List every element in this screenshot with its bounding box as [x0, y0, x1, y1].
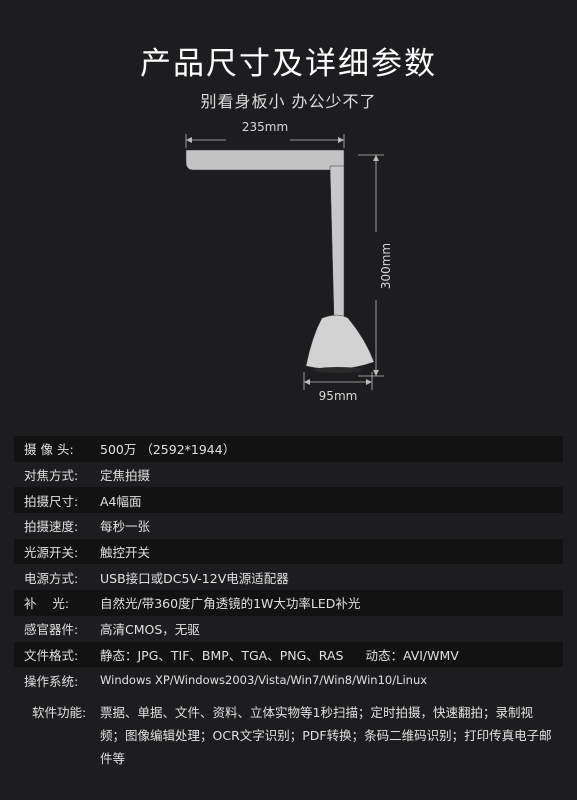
spec-value: 定焦拍摄: [100, 468, 151, 484]
spec-row-focus: 对焦方式: 定焦拍摄: [14, 462, 563, 488]
spec-label: 光源开关:: [24, 545, 79, 561]
scanner-neck: [329, 165, 345, 319]
spec-row-sensor: 感官器件: 高清CMOS，无驱: [14, 616, 563, 642]
spec-value: Windows XP/Windows2003/Vista/Win7/Win8/W…: [100, 673, 428, 688]
spec-row-power: 电源方式: USB接口或DC5V-12V电源适配器: [14, 564, 563, 590]
spec-row-size: 拍摄尺寸: A4幅面: [14, 487, 563, 514]
scanner-base: [305, 314, 375, 370]
scanner-head-arm: [185, 149, 345, 171]
spec-label: 感官器件:: [24, 622, 79, 638]
spec-label: 拍摄速度:: [24, 519, 79, 535]
spec-value: 500万 （2592*1944）: [100, 442, 236, 458]
product-dimension-diagram: 235mm 300mm 95mm: [185, 120, 393, 403]
spec-row-speed: 拍摄速度: 每秒一张: [14, 513, 563, 539]
spec-value-dynamic: 动态：AVI/WMV: [365, 647, 459, 663]
spec-value: 每秒一张: [100, 519, 151, 535]
spec-value: USB接口或DC5V-12V电源适配器: [100, 570, 289, 586]
spec-label: 摄 像 头:: [24, 442, 74, 458]
spec-row-os: 操作系统: Windows XP/Windows2003/Vista/Win7/…: [14, 667, 563, 693]
spec-label: 拍摄尺寸:: [24, 493, 79, 509]
spec-table: 摄 像 头: 500万 （2592*1944） 对焦方式: 定焦拍摄 拍摄尺寸:…: [14, 436, 563, 770]
page-title: 产品尺寸及详细参数: [140, 46, 437, 82]
spec-label: 电源方式:: [24, 570, 79, 586]
spec-value-static: 静态：JPG、TIF、BMP、TGA、PNG、RAS: [100, 647, 344, 663]
spec-label: 操作系统:: [24, 673, 79, 689]
spec-row-light-switch: 光源开关: 触控开关: [14, 538, 563, 565]
spec-value: 自然光/带360度广角透镜的1W大功率LED补光: [100, 596, 361, 612]
spec-value: 高清CMOS，无驱: [100, 622, 200, 638]
spec-label: 文件格式:: [24, 647, 79, 663]
spec-label: 补 光:: [24, 596, 70, 612]
spec-value: A4幅面: [100, 493, 142, 509]
page-subtitle: 别看身板小 办公少不了: [200, 92, 377, 111]
dim-width-base-label: 95mm: [319, 389, 358, 403]
dim-width-top-label: 235mm: [242, 120, 288, 134]
spec-row-camera: 摄 像 头: 500万 （2592*1944）: [14, 436, 563, 462]
spec-row-fill-light: 补 光: 自然光/带360度广角透镜的1W大功率LED补光: [14, 590, 563, 616]
spec-label: 对焦方式:: [24, 468, 79, 484]
spec-value: 静态：JPG、TIF、BMP、TGA、PNG、RAS 动态：AVI/WMV: [100, 645, 563, 664]
spec-value: 票据、单据、文件、资料、立体实物等1秒扫描；定时拍摄，快速翻拍；录制视频；图像编…: [100, 704, 552, 766]
spec-label: 软件功能:: [32, 704, 87, 720]
spec-row-file-format: 文件格式: 静态：JPG、TIF、BMP、TGA、PNG、RAS 动态：AVI/W…: [14, 641, 563, 668]
spec-row-software: 软件功能: 票据、单据、文件、资料、立体实物等1秒扫描；定时拍摄，快速翻拍；录制…: [14, 692, 563, 770]
spec-value: 触控开关: [100, 545, 151, 561]
dim-height-label: 300mm: [379, 243, 393, 289]
